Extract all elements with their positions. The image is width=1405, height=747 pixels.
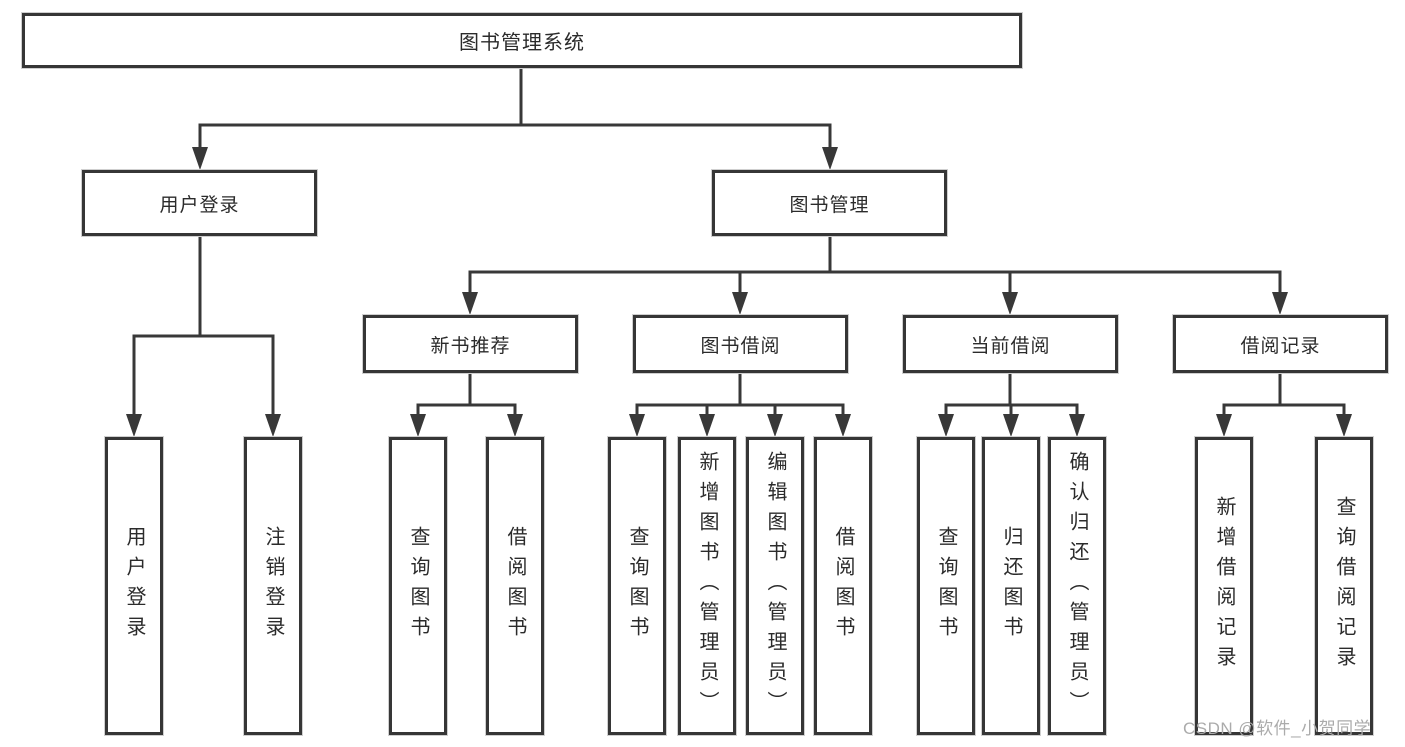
connector-user-login-arrowheads xyxy=(126,414,281,437)
leaf-user-login-label: 用户登录 xyxy=(123,526,145,646)
connector-borrow-arrowheads xyxy=(629,414,851,437)
leaf-newbooks-borrow-books: 借阅图书 xyxy=(486,437,544,735)
csdn-watermark: CSDN @软件_小贺同学 xyxy=(1183,719,1372,738)
node-current-borrow: 当前借阅 xyxy=(903,315,1118,373)
leaf-borrow-add-books-admin-label: 新增图书（管理员） xyxy=(696,451,718,721)
connector-root-arrowheads xyxy=(192,147,838,170)
connector-records-arrowheads xyxy=(1216,414,1352,437)
leaf-borrow-query-books: 查询图书 xyxy=(608,437,666,735)
leaf-current-return-books-label: 归还图书 xyxy=(1000,526,1022,646)
leaf-current-confirm-return-admin: 确认归还（管理员） xyxy=(1048,437,1106,735)
connector-current-branch xyxy=(944,373,1079,417)
leaf-user-login: 用户登录 xyxy=(105,437,163,735)
leaf-current-query-books: 查询图书 xyxy=(917,437,975,735)
leaf-borrow-query-books-label: 查询图书 xyxy=(626,526,648,646)
node-user-login: 用户登录 xyxy=(82,170,317,236)
leaf-newbooks-query-books: 查询图书 xyxy=(389,437,447,735)
node-new-book-recommend: 新书推荐 xyxy=(363,315,578,373)
connector-new-books-arrowheads xyxy=(410,414,523,437)
leaf-current-confirm-return-admin-label: 确认归还（管理员） xyxy=(1066,451,1088,721)
connector-book-mgmt-arrowheads xyxy=(462,292,1288,315)
leaf-borrow-edit-books-admin-label: 编辑图书（管理员） xyxy=(764,451,786,721)
leaf-records-query-record: 查询借阅记录 xyxy=(1315,437,1373,735)
node-book-borrow-label: 图书借阅 xyxy=(700,335,781,357)
node-root-label: 图书管理系统 xyxy=(459,32,585,54)
leaf-borrow-edit-books-admin: 编辑图书（管理员） xyxy=(746,437,804,735)
leaf-logout: 注销登录 xyxy=(244,437,302,735)
node-book-management: 图书管理 xyxy=(712,170,947,236)
connector-current-arrowheads xyxy=(938,414,1085,437)
connector-user-login-branch xyxy=(132,236,275,416)
node-borrow-records: 借阅记录 xyxy=(1173,315,1388,373)
connector-root-branch xyxy=(198,68,832,150)
node-book-borrow: 图书借阅 xyxy=(633,315,848,373)
leaf-borrow-borrow-books-label: 借阅图书 xyxy=(832,526,854,646)
leaf-current-return-books: 归还图书 xyxy=(982,437,1040,735)
node-new-book-recommend-label: 新书推荐 xyxy=(430,335,511,357)
connector-borrow-branch xyxy=(635,373,845,417)
leaf-logout-label: 注销登录 xyxy=(262,526,284,646)
leaf-current-query-books-label: 查询图书 xyxy=(935,526,957,646)
node-book-management-label: 图书管理 xyxy=(789,194,870,216)
leaf-records-query-record-label: 查询借阅记录 xyxy=(1333,496,1355,676)
node-root-library-system: 图书管理系统 xyxy=(22,13,1022,68)
leaf-records-add-record: 新增借阅记录 xyxy=(1195,437,1253,735)
node-current-borrow-label: 当前借阅 xyxy=(970,335,1051,357)
leaf-borrow-borrow-books: 借阅图书 xyxy=(814,437,872,735)
leaf-records-add-record-label: 新增借阅记录 xyxy=(1213,496,1235,676)
leaf-newbooks-borrow-books-label: 借阅图书 xyxy=(504,526,526,646)
node-user-login-label: 用户登录 xyxy=(159,194,240,216)
node-borrow-records-label: 借阅记录 xyxy=(1240,335,1321,357)
leaf-newbooks-query-books-label: 查询图书 xyxy=(407,526,429,646)
connector-book-mgmt-branch xyxy=(468,236,1282,295)
leaf-borrow-add-books-admin: 新增图书（管理员） xyxy=(678,437,736,735)
connector-records-branch xyxy=(1222,373,1346,417)
connector-new-books-branch xyxy=(416,373,517,417)
